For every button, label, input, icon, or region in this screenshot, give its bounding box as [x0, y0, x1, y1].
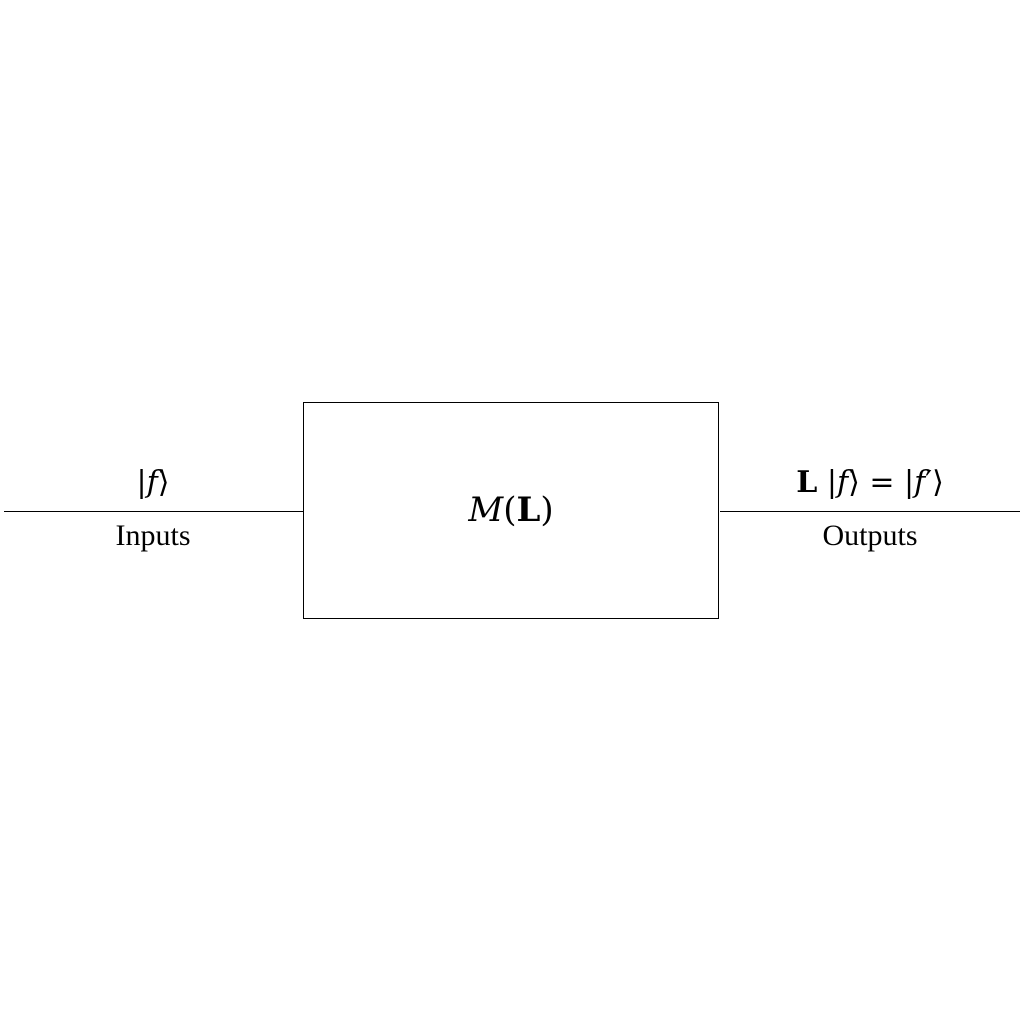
operator-box: [303, 402, 719, 619]
inputs-label: Inputs: [115, 519, 191, 552]
input-state-label: |f⟩: [136, 465, 170, 500]
input-line: [4, 511, 304, 512]
output-line: [720, 511, 1020, 512]
outputs-label: Outputs: [822, 519, 918, 552]
output-state-label: L |f⟩ = |f′⟩: [796, 465, 944, 500]
operator-label: M(L): [468, 490, 554, 530]
